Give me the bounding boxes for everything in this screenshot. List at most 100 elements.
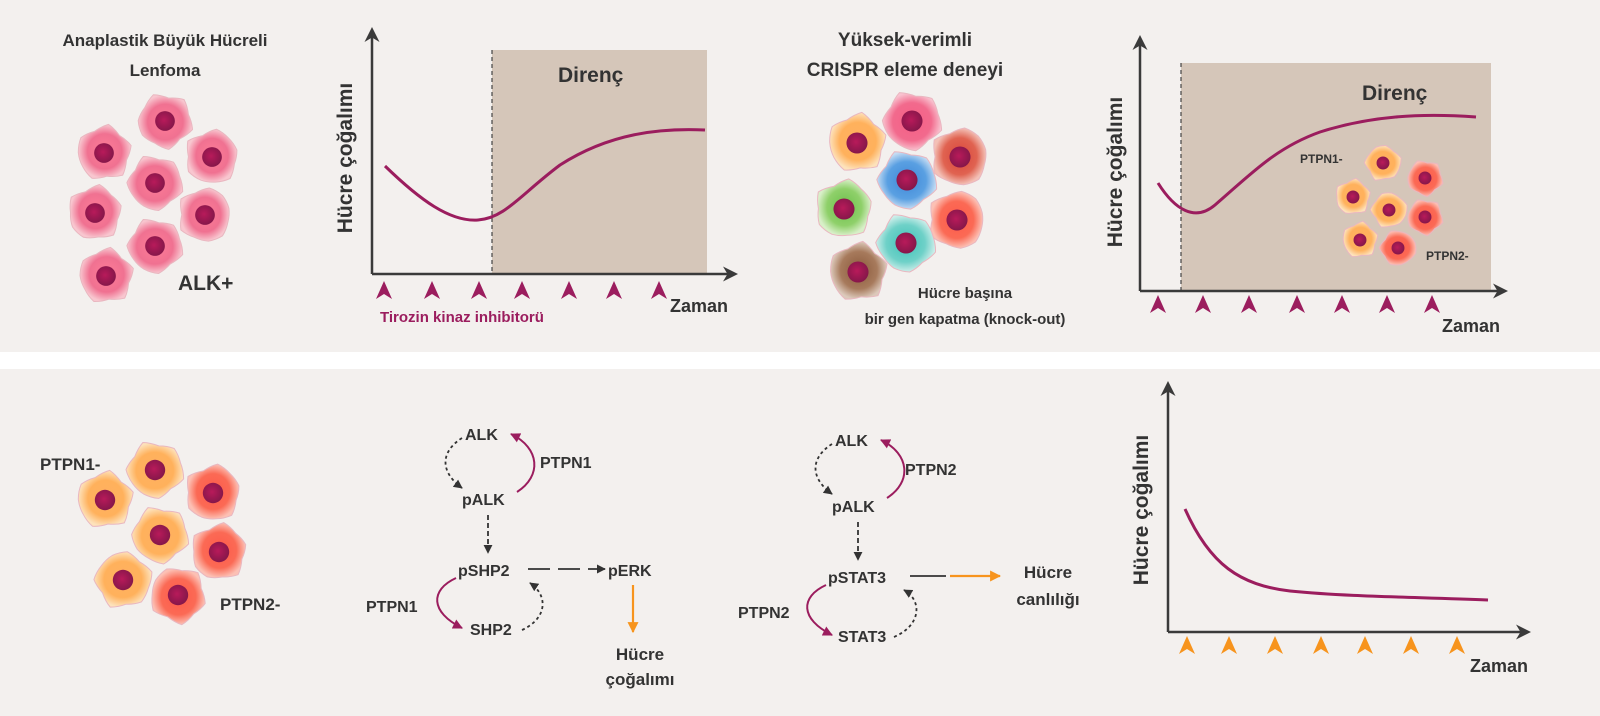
- dosing-arrowhead: [1357, 636, 1373, 654]
- ptpn1-top-label: PTPN1: [540, 455, 592, 472]
- cell: [77, 469, 134, 527]
- cell-nucleus: [946, 209, 968, 231]
- ptpn1-minus-label: PTPN1-: [1300, 152, 1343, 166]
- dosing-arrowhead: [1241, 295, 1257, 313]
- cell-nucleus: [145, 173, 165, 193]
- cell: [180, 187, 230, 242]
- x-axis-label: Zaman: [670, 296, 728, 316]
- survival-output-line1: Hücre: [1024, 563, 1072, 582]
- cell: [881, 92, 943, 152]
- ptpn1-bottom-label: PTPN1: [366, 599, 418, 616]
- proliferation-output-line1: Hücre: [616, 645, 664, 664]
- dosing-arrowheads: [1150, 295, 1440, 313]
- dosing-arrowheads: [1179, 636, 1465, 654]
- cell-nucleus: [94, 489, 116, 511]
- alk-positive-cell-cluster: [69, 94, 238, 303]
- cell-nucleus: [901, 110, 923, 132]
- pstat3-node: pSTAT3: [828, 570, 886, 587]
- cell: [126, 218, 184, 275]
- proliferation-curve: [383, 128, 706, 222]
- dosing-arrowhead: [1221, 636, 1237, 654]
- resistance-label: Direnç: [558, 64, 624, 87]
- cell-nucleus: [1418, 171, 1432, 185]
- cell-nucleus: [145, 236, 165, 256]
- cell: [187, 463, 240, 520]
- dosing-arrowhead: [1334, 295, 1350, 313]
- dosing-arrowhead: [1379, 295, 1395, 313]
- cell-nucleus: [167, 584, 189, 606]
- cell-nucleus: [85, 203, 105, 223]
- ptpn2-bottom-label: PTPN2: [738, 605, 790, 622]
- proliferation-curve: [1183, 508, 1489, 602]
- resistance-label: Direnç: [1362, 82, 1428, 105]
- bottom-panel: [0, 369, 1600, 716]
- crispr-title-line2: CRISPR eleme deneyi: [807, 60, 1003, 81]
- dosing-arrowheads: [376, 281, 667, 299]
- cell-nucleus: [195, 205, 215, 225]
- dosing-arrowhead: [1313, 636, 1329, 654]
- crispr-caption-line1: Hücre başına: [918, 285, 1013, 302]
- cell: [1407, 199, 1444, 237]
- cell-nucleus: [1346, 190, 1360, 204]
- dephosphorylation-arrow: [806, 584, 833, 636]
- cell-nucleus: [96, 266, 116, 286]
- cell: [1336, 177, 1371, 214]
- crispr-knockout-cell-cluster: [817, 92, 987, 300]
- cell: [933, 127, 987, 186]
- phosphorylation-arrow: [444, 437, 463, 489]
- cell: [126, 155, 184, 212]
- cell-nucleus: [144, 459, 166, 481]
- survival-output-line2: canlılığı: [1016, 590, 1079, 609]
- pshp2-node: pSHP2: [458, 563, 510, 580]
- palk-node: pALK: [832, 499, 875, 516]
- proliferation-curve: [1156, 113, 1477, 215]
- phosphorylation-arrow: [814, 443, 833, 495]
- dephosphorylation-arrow: [880, 439, 906, 499]
- cell: [1342, 220, 1379, 258]
- cell-nucleus: [949, 146, 971, 168]
- cell-nucleus: [208, 541, 230, 563]
- cell-nucleus: [895, 232, 917, 254]
- treatment-label: Tirozin kinaz inhibitorü: [380, 309, 544, 326]
- y-axis-label: Hücre çoğalımı: [334, 83, 357, 234]
- cell: [829, 111, 887, 171]
- cell: [137, 94, 194, 150]
- stat3-node: STAT3: [838, 629, 886, 646]
- proliferation-output-line2: çoğalımı: [606, 670, 675, 689]
- alk-positive-label: ALK+: [178, 272, 233, 295]
- y-axis-label: Hücre çoğalımı: [1104, 97, 1127, 248]
- dosing-arrowhead: [651, 281, 667, 299]
- cell: [93, 551, 153, 608]
- cell: [151, 568, 206, 626]
- resistance-region: [492, 50, 707, 274]
- dosing-arrowhead: [1267, 636, 1283, 654]
- ptpn2-pathway: ALK pALK PTPN2 pSTAT3 STAT3 PTPN2 Hücre …: [738, 433, 1080, 646]
- cell: [875, 214, 937, 273]
- cell-nucleus: [846, 132, 868, 154]
- dephosphorylation-arrow: [510, 433, 536, 493]
- cell: [1407, 160, 1444, 198]
- perk-node: pERK: [608, 563, 652, 580]
- cell-nucleus: [112, 569, 134, 591]
- cell: [817, 178, 872, 237]
- shp2-node: SHP2: [470, 622, 512, 639]
- dosing-arrowhead: [471, 281, 487, 299]
- graph-3: Hücre çoğalımı Zaman: [1130, 381, 1531, 676]
- dosing-arrowhead: [424, 281, 440, 299]
- cell-nucleus: [896, 169, 918, 191]
- cell-nucleus: [202, 482, 224, 504]
- cell: [1378, 230, 1417, 266]
- alk-node: ALK: [465, 427, 498, 444]
- palk-node: pALK: [462, 492, 505, 509]
- phosphorylation-arrow: [521, 582, 544, 631]
- cell: [79, 246, 134, 303]
- dosing-arrowhead: [514, 281, 530, 299]
- cell: [77, 123, 132, 179]
- cell: [930, 190, 984, 249]
- cell-nucleus: [155, 111, 175, 131]
- ptpn1-pathway: ALK pALK PTPN1 pSHP2 SHP2 PTPN1 pERK Hüc…: [366, 427, 674, 689]
- ptpn2-minus-label: PTPN2-: [220, 595, 280, 614]
- dosing-arrowhead: [1449, 636, 1465, 654]
- x-axis-label: Zaman: [1442, 316, 1500, 336]
